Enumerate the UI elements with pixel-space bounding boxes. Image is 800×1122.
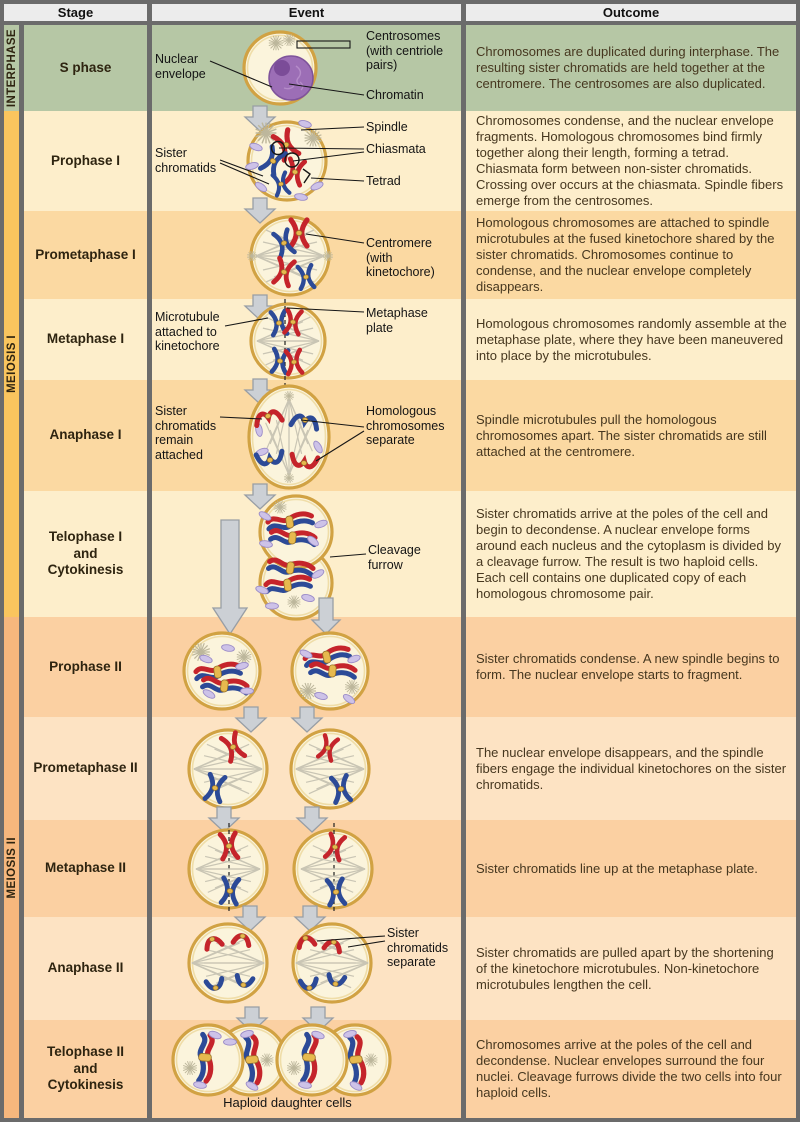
outcome-cell-s-phase: Chromosomes are duplicated during interp…	[466, 25, 796, 111]
label-tetrad: Tetrad	[366, 174, 401, 188]
outcome-cell-prophase-2: Sister chromatids condense. A new spindl…	[466, 617, 796, 717]
stage-cell-metaphase-1: Metaphase I	[24, 299, 147, 380]
stage-cell-prophase-1: Prophase I	[24, 111, 147, 211]
stage-cell-anaphase-1: Anaphase I	[24, 380, 147, 491]
label-homologous-separate: Homologous chromosomes separate	[366, 404, 445, 447]
outcome-cell-prometaphase-2: The nuclear envelope disappears, and the…	[466, 717, 796, 820]
label-sister-separate: Sister chromatids separate	[387, 926, 449, 969]
prometaphase-1-cell-diagram	[246, 215, 365, 297]
label-sister-chromatids: Sister chromatids	[155, 146, 217, 175]
stage-cell-metaphase-2: Metaphase II	[24, 820, 147, 917]
outcome-cell-anaphase-2: Sister chromatids are pulled apart by th…	[466, 917, 796, 1020]
label-chromatin: Chromatin	[366, 88, 424, 102]
band-meiosis-2: MEIOSIS II	[4, 617, 19, 1118]
outcome-cell-metaphase-1: Homologous chromosomes randomly assemble…	[466, 299, 796, 380]
anaphase-1-cell-diagram	[219, 384, 365, 490]
label-chiasmata: Chiasmata	[366, 142, 426, 156]
band-interphase: INTERPHASE	[4, 25, 19, 111]
label-nuclear-envelope: Nuclear envelope	[155, 52, 206, 81]
anaphase-2-cell-diagram	[187, 922, 386, 1004]
outcome-cell-anaphase-1: Spindle microtubules pull the homologous…	[466, 380, 796, 491]
stage-cell-telophase-2: Telophase II and Cytokinesis	[24, 1020, 147, 1118]
metaphase-2-cell-diagram	[187, 823, 374, 913]
stage-cell-s-phase: S phase	[24, 25, 147, 111]
header-outcome: Outcome	[466, 4, 796, 21]
telophase-1-short-arrow	[310, 597, 342, 635]
outcome-cell-metaphase-2: Sister chromatids line up at the metapha…	[466, 820, 796, 917]
telophase-2-cell-diagram	[171, 1023, 392, 1097]
prometaphase-2-cell-diagram	[187, 728, 371, 810]
stage-cell-prometaphase-2: Prometaphase II	[24, 717, 147, 820]
outcome-cell-prometaphase-1: Homologous chromosomes are attached to s…	[466, 211, 796, 299]
label-spindle: Spindle	[366, 120, 408, 134]
label-haploid-daughter-cells: Haploid daughter cells	[223, 1095, 352, 1110]
header-event: Event	[152, 4, 461, 21]
band-meiosis-1: MEIOSIS I	[4, 111, 19, 617]
label-metaphase-plate: Metaphase plate	[366, 306, 428, 335]
outcome-cell-prophase-1: Chromosomes condense, and the nuclear en…	[466, 111, 796, 211]
stage-cell-telophase-1: Telophase I and Cytokinesis	[24, 491, 147, 617]
outcome-cell-telophase-1: Sister chromatids arrive at the poles of…	[466, 491, 796, 617]
stage-cell-anaphase-2: Anaphase II	[24, 917, 147, 1020]
stage-cell-prophase-2: Prophase II	[24, 617, 147, 717]
label-centromere: Centromere (with kinetochore)	[366, 236, 435, 279]
metaphase-1-cell-diagram	[224, 299, 365, 389]
label-microtubule: Microtubule attached to kinetochore	[155, 310, 220, 353]
label-cleavage-furrow: Cleavage furrow	[368, 543, 421, 572]
s-phase-cell-diagram	[209, 30, 365, 106]
label-centrosomes: Centrosomes (with centriole pairs)	[366, 29, 444, 72]
outcome-cell-telophase-2: Chromosomes arrive at the poles of the c…	[466, 1020, 796, 1118]
header-stage: Stage	[4, 4, 147, 21]
telophase-1-cell-diagram	[211, 494, 367, 636]
telophase-1-long-arrow	[211, 519, 249, 636]
label-sister-remain: Sister chromatids remain attached	[155, 404, 217, 462]
prophase-2-cell-diagram	[182, 631, 370, 711]
stage-cell-prometaphase-1: Prometaphase I	[24, 211, 147, 299]
prophase-1-cell-diagram	[219, 118, 365, 202]
